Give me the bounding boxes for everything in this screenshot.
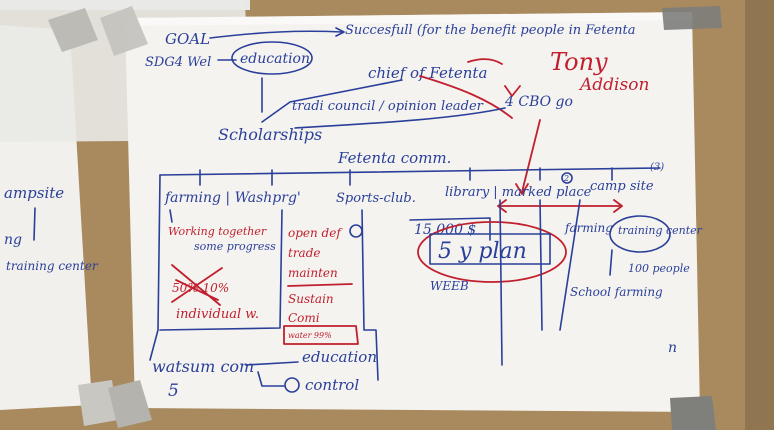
control-arrow bbox=[257, 371, 285, 387]
red-arrowhead-b bbox=[515, 183, 529, 195]
scholarship-to-cbo-line bbox=[294, 107, 506, 129]
tape-bottom-left-2 bbox=[108, 380, 152, 428]
training-center-ellipse bbox=[609, 215, 671, 253]
tony-label: Tony bbox=[550, 48, 608, 76]
working-together-label: Working together bbox=[168, 225, 267, 238]
individual-w-label: individual w. bbox=[176, 307, 259, 322]
watsum-arrow bbox=[245, 361, 299, 366]
red-arrow-down-to-plan bbox=[521, 119, 541, 193]
watsum-com-label: watsum com bbox=[152, 357, 254, 376]
goal-label: GOAL bbox=[165, 30, 210, 48]
red-list-box bbox=[283, 325, 359, 345]
market-column-lines bbox=[499, 199, 543, 366]
open-def-item: open def bbox=[288, 226, 343, 240]
trade-item: trade bbox=[288, 246, 321, 260]
control-circle bbox=[284, 377, 300, 393]
plan-box bbox=[429, 233, 551, 265]
left-block-frame bbox=[159, 209, 283, 331]
left-campsite-label: ampsite bbox=[4, 184, 64, 202]
chief-to-scholarships-line bbox=[261, 79, 403, 123]
community-horizontal-line bbox=[159, 167, 661, 176]
tape-bottom-right bbox=[670, 396, 716, 430]
tape-bottom-left bbox=[78, 380, 118, 426]
training-down-arrow bbox=[609, 249, 613, 276]
chief-red-underline bbox=[467, 58, 503, 65]
chief-label: chief of Fetenta bbox=[368, 64, 487, 82]
tape-top-right bbox=[662, 6, 722, 30]
main-poster-sheet bbox=[125, 12, 700, 412]
control-label: control bbox=[305, 376, 359, 394]
library-market-label: library | marked place bbox=[445, 185, 592, 200]
comi-item: Comi bbox=[288, 311, 320, 325]
column-ticks bbox=[199, 167, 613, 186]
water-item: water 99% bbox=[288, 331, 332, 340]
five-label: 5 bbox=[168, 381, 179, 401]
training-center-label: training center bbox=[618, 224, 703, 237]
board-edge-right bbox=[745, 0, 774, 430]
five-year-plan-label: 5 y plan bbox=[438, 239, 527, 264]
sustain-item: Sustain bbox=[288, 292, 334, 306]
fetenta-community-label: Fetenta comm. bbox=[337, 149, 451, 167]
page-marker: n bbox=[668, 340, 677, 356]
scholarships-label: Scholarships bbox=[218, 125, 322, 144]
plan-red-ellipse bbox=[417, 221, 567, 283]
sdg-label: SDG4 Wel bbox=[145, 55, 211, 70]
left-ng-label: ng bbox=[4, 232, 22, 248]
successful-label: Succesfull (for the benefit people in Fe… bbox=[345, 23, 636, 38]
red-arrowhead-a bbox=[504, 85, 521, 97]
tape-top-left bbox=[48, 8, 98, 52]
farming-down-tick bbox=[169, 209, 173, 223]
traditional-council-label: tradi council / opinion leader bbox=[292, 99, 484, 114]
bottom-education-label: education bbox=[302, 348, 377, 366]
education-ellipse bbox=[231, 41, 313, 75]
right-farming-label: farming bbox=[564, 221, 613, 235]
sports-frame-line bbox=[361, 209, 379, 381]
strike-through-line bbox=[287, 283, 353, 287]
sports-club-label: Sports-club. bbox=[336, 191, 416, 206]
education-top-label: education bbox=[240, 51, 310, 67]
addison-label: Addison bbox=[578, 75, 649, 95]
right-column-line bbox=[559, 199, 581, 331]
left-training-center-label: training center bbox=[6, 259, 99, 273]
maintenance-item: mainten bbox=[288, 266, 338, 280]
num2-label: 2 bbox=[563, 174, 569, 183]
sheet-highlight bbox=[125, 12, 694, 26]
goal-arrow bbox=[209, 30, 343, 39]
left-arrow-line bbox=[33, 207, 36, 241]
farming-wash-label: farming | Washprg' bbox=[164, 190, 301, 206]
num2-circle bbox=[561, 172, 573, 184]
left-vertical-line bbox=[149, 174, 161, 361]
cbo-label: 4 CBO go bbox=[504, 94, 573, 110]
goal-arrowhead bbox=[335, 27, 345, 37]
red-double-arrowheads bbox=[497, 199, 623, 213]
cost-box bbox=[409, 217, 491, 241]
school-farming-label: School farming bbox=[570, 285, 663, 299]
tape-top-left-2 bbox=[100, 6, 148, 56]
campsite-label: camp site bbox=[590, 179, 654, 194]
num3-label: (3) bbox=[650, 162, 664, 173]
weeb-label: WEEB bbox=[430, 279, 469, 293]
red-arrow-chief-cbo bbox=[419, 75, 513, 119]
some-progress-label: some progress bbox=[194, 240, 276, 253]
hundred-people-label: 100 people bbox=[628, 262, 690, 275]
crossed-out-scribble bbox=[171, 264, 223, 306]
